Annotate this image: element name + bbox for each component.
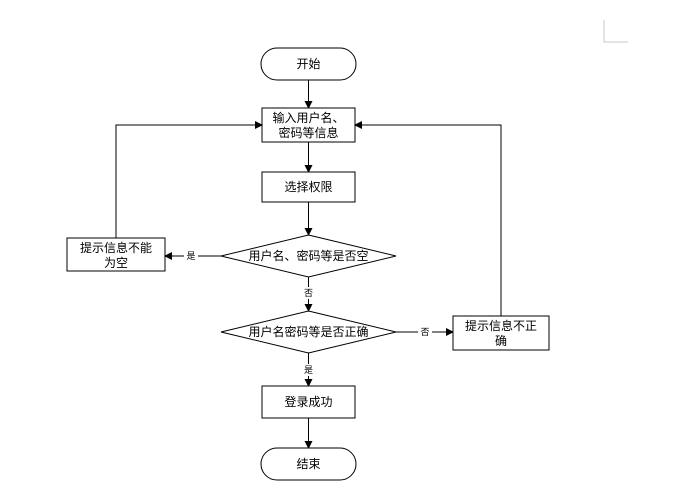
prompt-empty-label-1: 提示信息不能 xyxy=(80,240,152,255)
login-success-box xyxy=(261,385,356,419)
check-correct-label: 用户名密码等是否正确 xyxy=(248,324,368,339)
prompt-incorrect-label-2: 确 xyxy=(495,334,507,348)
input-credentials-box xyxy=(261,107,356,143)
prompt-empty-label-2: 为空 xyxy=(104,256,128,270)
edge-label-no-mid: 否 xyxy=(304,288,313,299)
prompt-incorrect-label-1: 提示信息不正 xyxy=(465,318,537,333)
check-empty-label: 用户名、密码等是否空 xyxy=(248,248,368,263)
end-label: 结束 xyxy=(296,457,320,471)
start-label: 开始 xyxy=(296,57,320,71)
input-credentials-label-1: 输入用户名、 xyxy=(272,110,344,125)
edge-label-bg-yes-left xyxy=(184,250,198,262)
edge-label-yes-left: 是 xyxy=(186,251,195,262)
edge-label-bg-no-mid xyxy=(302,287,315,299)
edge-label-bg-yes-bottom xyxy=(302,364,315,376)
prompt-incorrect-box xyxy=(452,315,550,351)
arrow-prompt-empty-back-to-input xyxy=(115,121,263,238)
arrow-prompt-incorrect-back-to-input xyxy=(354,121,502,316)
edge-label-bg-no-right xyxy=(418,326,432,338)
edge-label-yes-bottom: 是 xyxy=(304,365,313,376)
select-permission-label: 选择权限 xyxy=(284,180,332,194)
edge-label-no-right: 否 xyxy=(420,327,429,338)
prompt-empty-box xyxy=(66,237,166,272)
input-credentials-label-2: 密码等信息 xyxy=(278,125,338,140)
page-corner-mark xyxy=(603,20,628,43)
login-success-label: 登录成功 xyxy=(284,394,332,409)
end-terminator xyxy=(260,447,357,481)
